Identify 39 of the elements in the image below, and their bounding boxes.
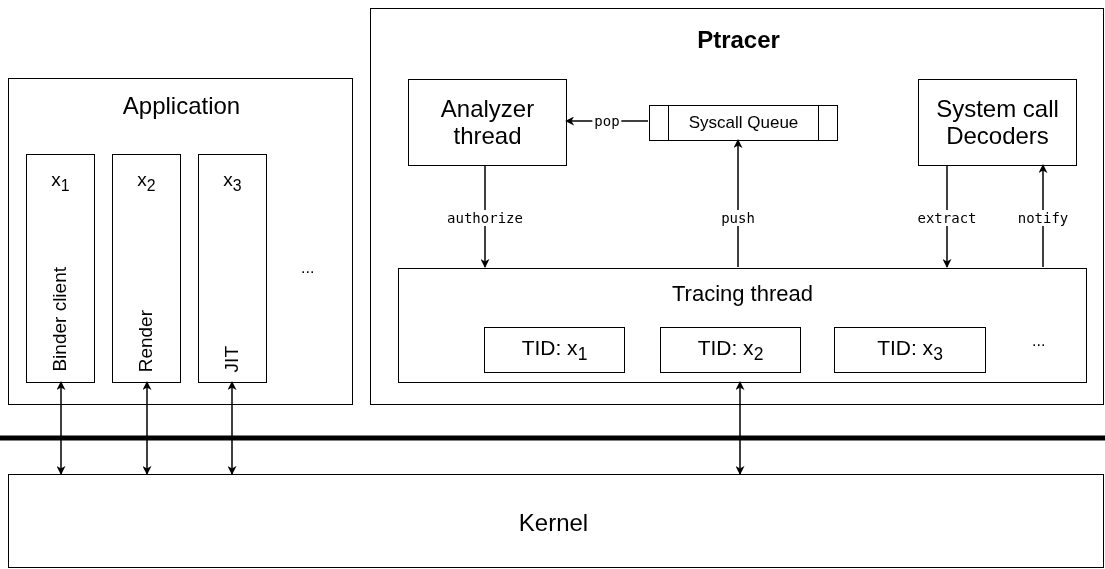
arrow — [733, 139, 743, 268]
edge-label: extract — [915, 210, 979, 226]
arrow — [56, 381, 66, 475]
thread-id-box — [484, 327, 625, 373]
thread-label: x$_{2}$ — [136, 169, 157, 195]
process-box — [408, 79, 567, 166]
layer-label: Kernel — [517, 509, 590, 537]
ellipsis-label: ... — [301, 259, 315, 277]
edge-label: authorize — [445, 210, 525, 226]
box-label: System call Decoders — [935, 94, 1060, 151]
thread-id-box — [660, 327, 801, 373]
edge-label: push — [719, 210, 757, 226]
thread-name: Render — [135, 309, 157, 372]
arrow — [227, 381, 237, 475]
container-title: Application — [121, 92, 242, 120]
thread-name: Binder client — [49, 267, 71, 372]
box-label: Analyzer thread — [439, 94, 536, 151]
thread-label: x$_{1}$ — [50, 169, 71, 195]
thread-box — [112, 154, 181, 383]
container-title: Ptracer — [696, 26, 781, 54]
thread-box — [26, 154, 95, 383]
thread-name: JIT — [221, 345, 243, 372]
queue-box — [649, 105, 838, 141]
process-box — [918, 79, 1077, 166]
box-title: Tracing thread — [670, 281, 814, 307]
arrow — [735, 381, 745, 475]
box-label: TID: x$_{2}$ — [696, 335, 765, 365]
thread-box — [198, 154, 267, 383]
process-box — [398, 268, 1087, 383]
box-label: Syscall Queue — [687, 113, 800, 133]
box-label: TID: x$_{1}$ — [520, 335, 589, 365]
container-box — [8, 78, 353, 405]
thread-id-box — [834, 327, 986, 373]
container-box — [370, 8, 1104, 405]
ellipsis-label: ... — [1032, 332, 1046, 350]
box-label: TID: x$_{3}$ — [876, 335, 944, 365]
arrow — [142, 381, 152, 475]
thread-label: x$_{3}$ — [222, 169, 243, 195]
layer-box — [8, 474, 1104, 568]
